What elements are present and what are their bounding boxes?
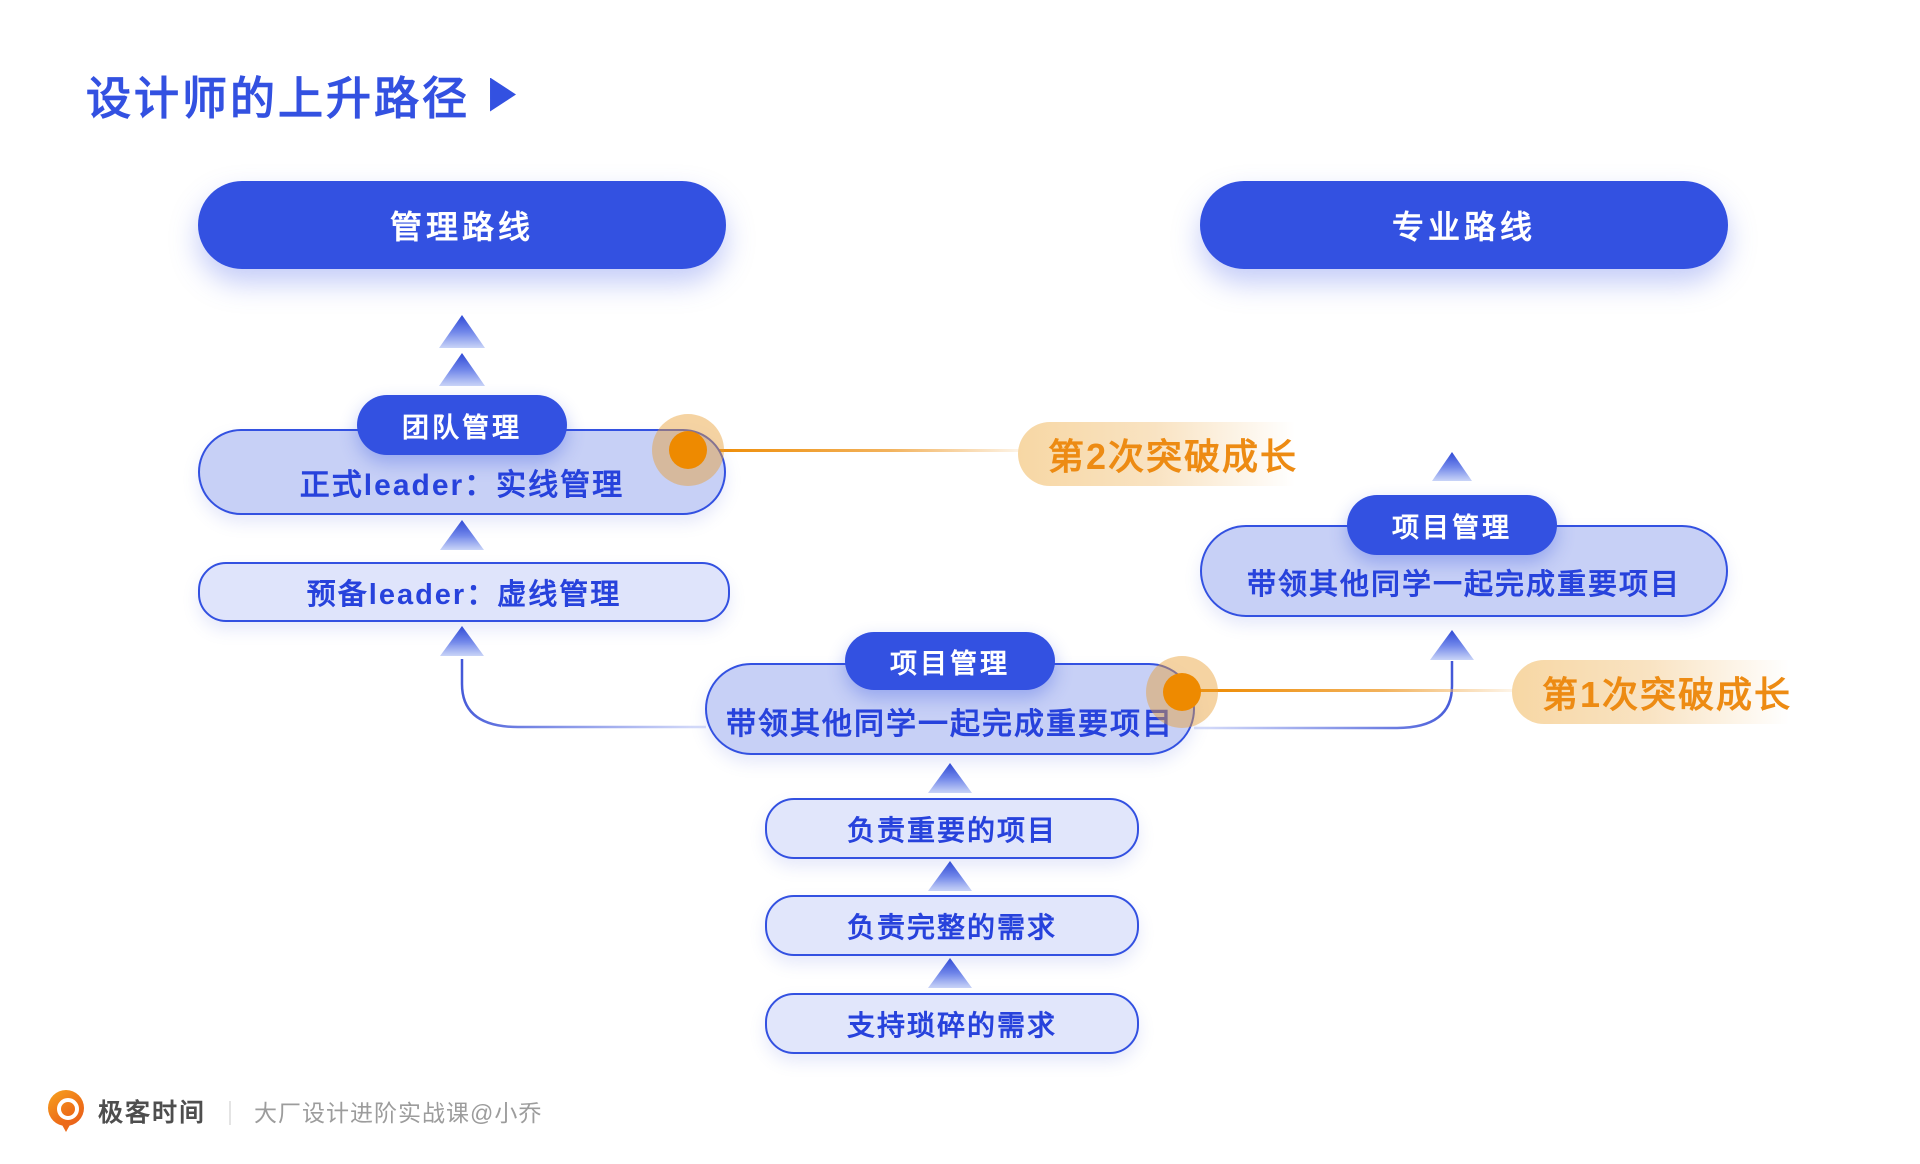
professional-route-header: 专业路线 (1200, 181, 1728, 269)
step-important-projects-box: 负责重要的项目 (765, 798, 1139, 859)
geektime-logo-icon (48, 1090, 86, 1132)
step-trivial-requirements-box: 支持琐碎的需求 (765, 993, 1139, 1054)
footer-brand: 极客时间 (98, 1099, 207, 1127)
footer: 极客时间 ｜ 大厂设计进阶实战课@小乔 (48, 1090, 542, 1132)
curve-to-professional-route (1194, 661, 1454, 730)
breakthrough-2-callout: 第2次突破成长 (1018, 422, 1345, 486)
page-title: 设计师的上升路径 (86, 62, 517, 127)
page-title-text: 设计师的上升路径 (86, 73, 471, 124)
team-management-badge: 团队管理 (357, 395, 567, 455)
center-project-management-badge: 项目管理 (845, 632, 1055, 690)
breakthrough-1-callout: 第1次突破成长 (1512, 660, 1839, 724)
breakthrough-1-line (1198, 689, 1533, 692)
curve-to-management-route (460, 659, 706, 729)
management-route-header: 管理路线 (198, 181, 726, 269)
footer-divider: ｜ (218, 1100, 243, 1128)
step-complete-requirements-box: 负责完整的需求 (765, 895, 1139, 956)
reserve-leader-box: 预备leader：虚线管理 (198, 562, 730, 622)
formal-leader-box: 正式leader：实线管理 (198, 429, 726, 515)
professional-project-management-badge: 项目管理 (1347, 495, 1557, 555)
breakthrough-2-line (702, 449, 1042, 452)
breakthrough-1-dot (1163, 673, 1201, 711)
footer-course: 大厂设计进阶实战课@小乔 (254, 1100, 543, 1126)
breakthrough-2-dot (669, 431, 707, 469)
